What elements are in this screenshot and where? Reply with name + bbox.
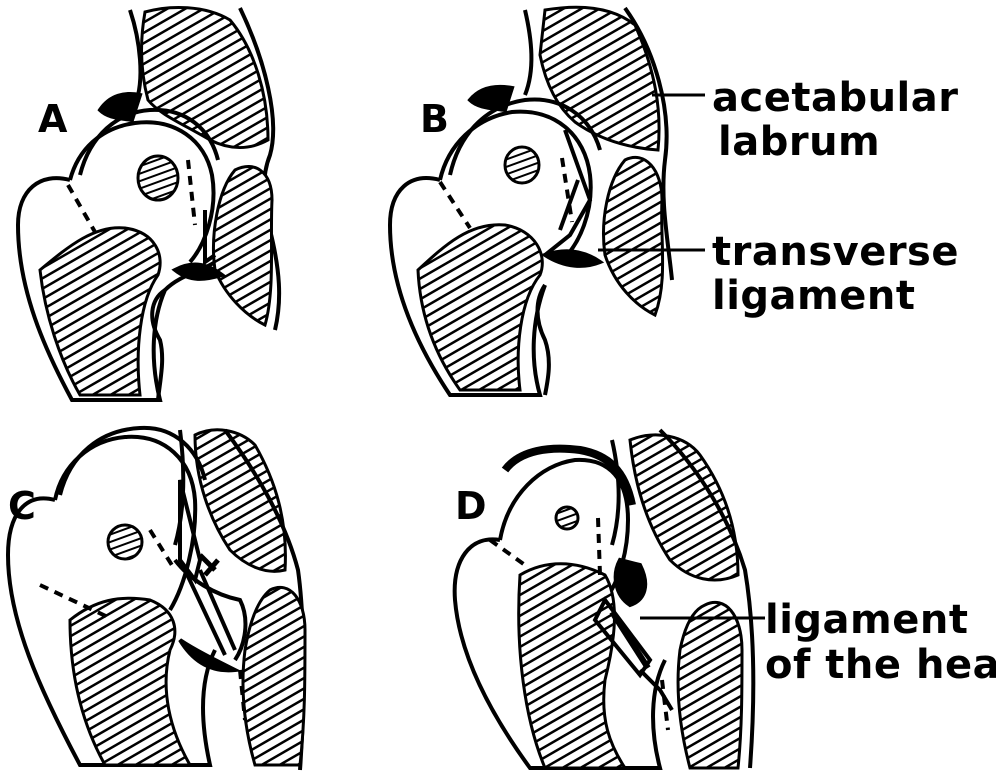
panel-d-femur-shaft [519,564,625,768]
panel-d-ossification-center [556,507,578,529]
panel-letter-c: C [8,487,36,525]
panel-a-drawing [18,7,279,400]
label-ligament-head-line2: of the head [765,645,996,685]
panel-letter-d: D [455,487,487,525]
label-acetabular: acetabular [712,78,958,118]
panel-b-drawing [390,7,705,395]
panel-d-drawing [455,430,765,768]
panel-a-ossification-center [138,156,178,200]
panel-c-femur-shaft [70,598,190,765]
label-transverse: transverse [712,232,959,272]
label-ligament: ligament [712,276,915,316]
panel-c-ossification-center [108,525,142,559]
panel-b-femur-shaft [418,225,542,390]
label-labrum: labrum [718,122,880,162]
panel-b-growth-plate [440,182,470,228]
panel-letter-a: A [38,100,67,138]
panel-d-pelvis-lower [678,602,742,768]
panel-b-ossification-center [505,147,539,183]
panel-a-pelvis-lower [214,167,272,325]
panel-a-growth-plate [68,185,95,232]
panel-b-pelvis-lower [604,157,663,315]
label-ligament-head-line1: ligament [765,600,968,640]
panel-b-pelvis-upper [540,7,659,150]
panel-c-growth-plate [40,585,110,618]
panel-c-pelvis-lower [243,587,305,765]
panel-d-growth-plate [490,540,525,565]
panel-letter-b: B [420,100,449,138]
panel-c-drawing [8,428,305,770]
